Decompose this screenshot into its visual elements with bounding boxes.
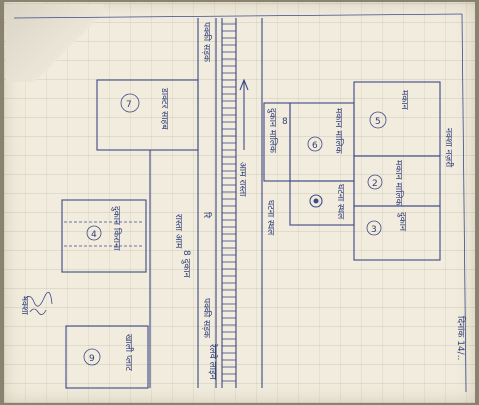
plot-owner-9: खाली प्लाट [123,334,135,371]
plot-owner-2: मकान मालिक [393,160,405,207]
plot-marker-4 [86,225,102,241]
top-border-line [13,13,463,19]
plot-marker-5 [369,111,387,129]
track-ties [222,23,236,382]
incident-dot [313,198,319,204]
header-top-right-text: नक्शा नज़री [443,128,455,168]
left-signature-text: नक्शा [19,296,29,315]
plot-marker-7 [120,93,140,113]
plot-owner-8: दुकान मालिक [267,108,279,154]
plot-marker-9 [83,348,101,366]
plot-owner-4: दुकान किराना [111,206,123,251]
plot-box-5 [353,81,441,157]
road-north-label: पक्की सड़क [201,22,213,63]
plot-marker-1 [309,194,323,208]
plot-box-7 [96,79,199,151]
plot-number-2: 2 [372,179,378,189]
plot-owner-7: डाक्टर साहब [159,87,169,130]
plot-box-3 [353,205,441,261]
plot-marker-2 [367,174,383,190]
right-border-line [461,13,467,393]
plot-number-9: 9 [89,354,95,364]
plot-number-7: 7 [126,100,132,110]
plot-owner-3: दुकान [397,212,407,232]
plot-number-8: 8 [282,117,288,127]
header-bottom-right-text: दिनांक 14/.. [455,316,467,360]
plot-owner-1: घटना स्थल [335,184,345,220]
track-label: रेलवे लाइन [207,344,219,381]
plot-owner-5: मकान [399,90,409,111]
plot-number-5: 5 [375,117,381,127]
direction-arrow [239,78,249,150]
road-south-label: पक्की सड़क [201,298,213,339]
plot-box-4 [61,199,147,273]
plot-marker-6 [307,136,323,152]
road-middle-label: रास्ता आम [173,214,183,249]
plot-box-9 [65,325,149,389]
plot-number-3: 3 [371,225,377,235]
road-short-label: रि [201,212,213,218]
left-signature-scribble [23,291,53,315]
road-name-label: आम रास्ता [237,162,247,197]
plot-number-4: 4 [91,230,97,240]
road-mid2-label: 8 दुकान [181,250,191,279]
plot-marker-3 [366,220,382,236]
plot-number-6: 6 [312,141,318,151]
incident-marker-text: घटना स्थल [265,200,275,236]
plot-box-1 [289,180,355,226]
plot-owner-6: मकान मालिक [333,108,345,155]
